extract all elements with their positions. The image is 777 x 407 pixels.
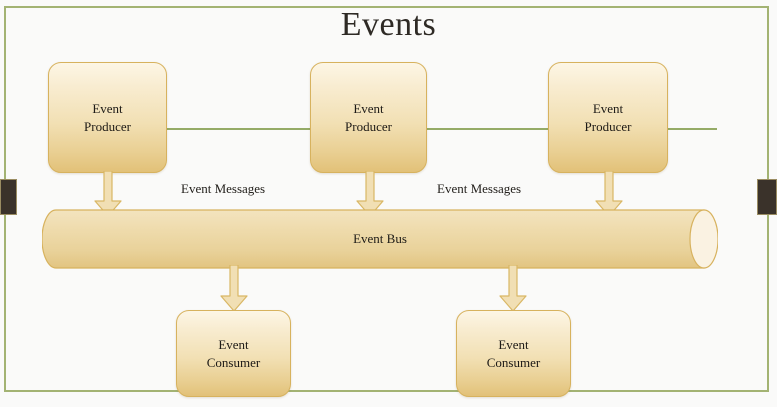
page-title: Events [340, 6, 437, 43]
node-event-consumer-1[interactable]: Event Consumer [176, 310, 291, 397]
node-label: Event Consumer [486, 336, 541, 370]
arrow-producer-1-to-bus [93, 171, 123, 218]
node-label: Event Consumer [206, 336, 261, 370]
node-event-producer-1[interactable]: Event Producer [48, 62, 167, 173]
annotation-event-messages-right: Event Messages [437, 181, 522, 196]
producer-connector-line-left [160, 128, 320, 130]
edge-handle-left[interactable] [0, 179, 17, 215]
node-label: Event Producer [345, 100, 392, 134]
arrow-producer-2-to-bus [355, 171, 385, 218]
producer-connector-line-middle [417, 128, 557, 130]
node-label: Event Producer [84, 100, 131, 134]
node-event-producer-2[interactable]: Event Producer [310, 62, 427, 173]
node-event-consumer-2[interactable]: Event Consumer [456, 310, 571, 397]
producer-connector-line-right [659, 128, 717, 130]
node-event-producer-3[interactable]: Event Producer [548, 62, 668, 173]
annotation-event-messages-left: Event Messages [181, 181, 266, 196]
edge-handle-right[interactable] [757, 179, 777, 215]
node-label: Event Producer [584, 100, 632, 134]
event-bus-label: Event Bus [353, 231, 407, 246]
arrow-producer-3-to-bus [594, 171, 624, 218]
event-bus-cylinder[interactable]: Event Bus [42, 209, 718, 269]
arrow-bus-to-consumer-2 [498, 265, 528, 313]
arrow-bus-to-consumer-1 [219, 265, 249, 313]
